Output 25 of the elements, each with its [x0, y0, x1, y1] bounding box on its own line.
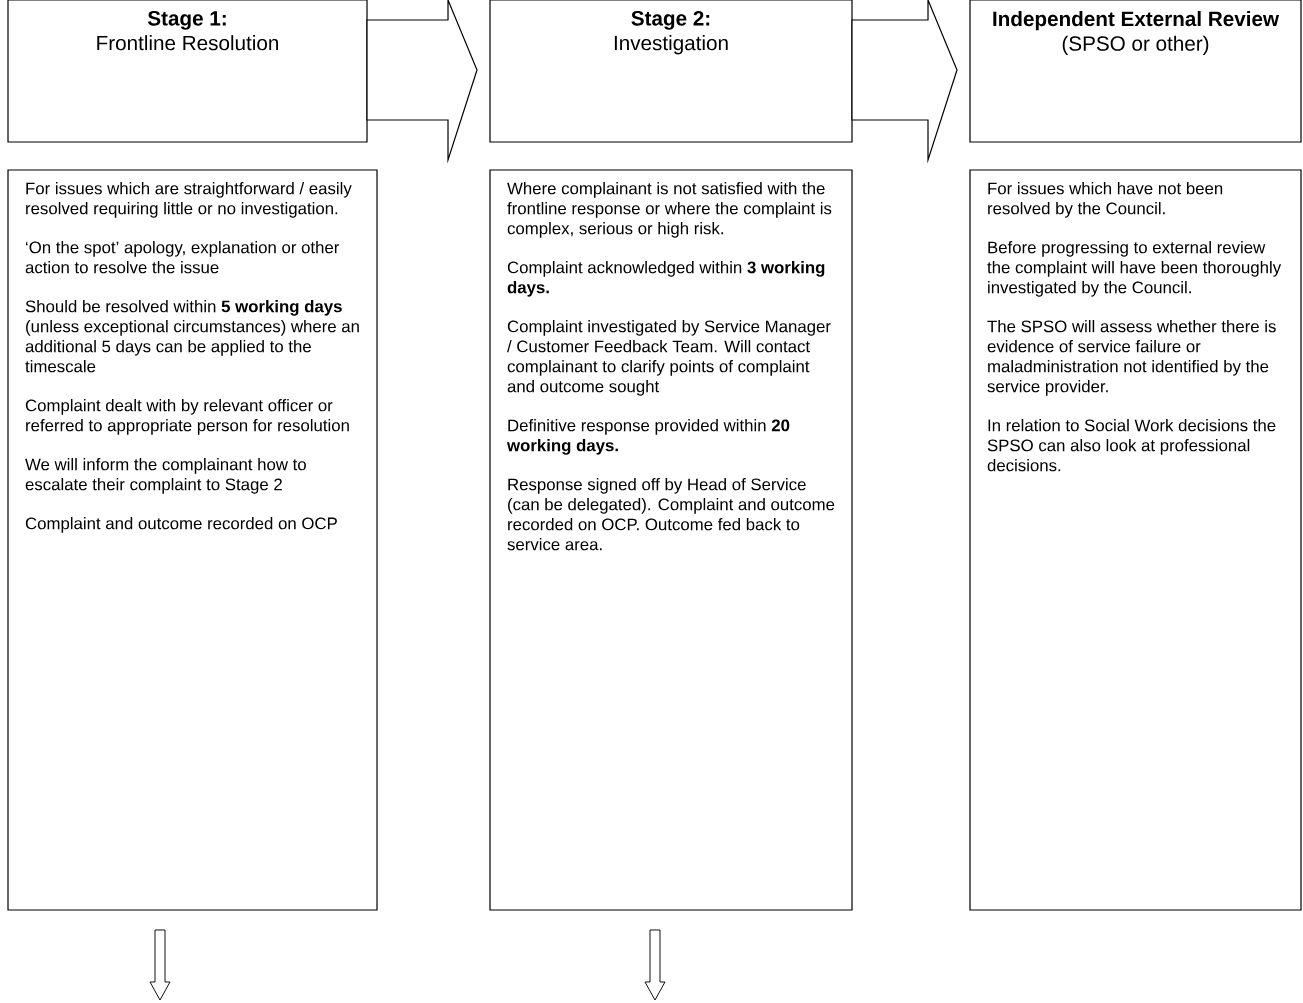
paragraph: Complaint dealt with by relevant officer or referred to appropriate person for resolution — [25, 399, 349, 435]
paragraph: For issues which are straightforward / easily resolved requiring little or no investigation. — [26, 182, 352, 218]
paragraph: Response signed off by Head of Service (can be delegated). Complaint and outcome recorded on OCP. Outcome fed back to service area. — [507, 478, 835, 551]
paragraph: In relation to Social Work decisions the SPSO can also look at professional decisions. — [987, 419, 1276, 472]
text-box — [7, 169, 378, 911]
text-box — [969, 169, 1302, 911]
paragraph: Complaint and outcome recorded on OCP — [25, 517, 337, 533]
paragraph: We will inform the complainant how to escalate their complaint to Stage 2 — [25, 458, 306, 494]
block-arrow — [851, 0, 958, 164]
header-box: Independent External Review (SPSO or other) — [969, 0, 1302, 143]
down-arrow — [644, 929, 666, 1001]
paragraph: Where complainant is not satisfied with the frontline response or where the complaint is complex, serious or high risk. — [507, 182, 832, 238]
block-arrow — [366, 0, 478, 164]
text-box — [489, 169, 853, 911]
paragraph: Should be resolved within 5 working days (unless exceptional circumstances) where an additional 5 days can be applied to the timescale — [25, 300, 359, 373]
paragraph: Before progressing to external review the complaint will have been thoroughly investigated by the Council. — [987, 241, 1282, 297]
header-box: Stage 1: Frontline Resolution — [7, 0, 368, 143]
down-arrow — [149, 929, 171, 1001]
paragraph: Complaint acknowledged within 3 working days. — [507, 261, 825, 297]
paragraph: Definitive response provided within 20 working days. — [506, 419, 790, 455]
paragraph: For issues which have not been resolved by the Council. — [988, 182, 1223, 218]
header-box: Stage 2: Investigation — [489, 0, 853, 143]
paragraph: The SPSO will assess whether there is evidence of service failure or maladministration not identified by the service provider. — [987, 320, 1276, 396]
paragraph: ‘On the spot’ apology, explanation or other action to resolve the issue — [25, 241, 340, 274]
paragraph: Complaint investigated by Service Manager / Customer Feedback Team. Will contact complainant to clarify points of complaint and outcome sought — [507, 320, 831, 396]
